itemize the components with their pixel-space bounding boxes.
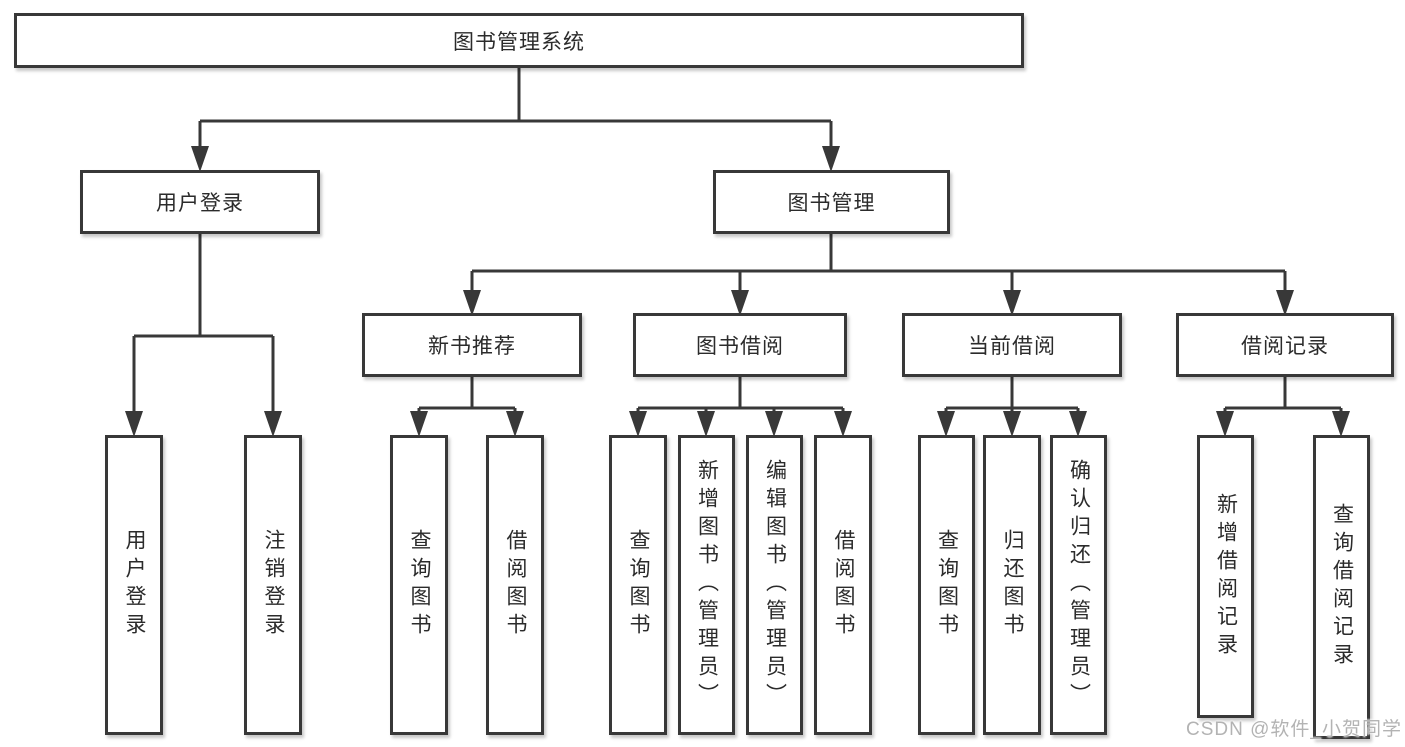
leaf-borrow-books-recommend: 借阅图书 [486,435,544,735]
node-user-login: 用户登录 [80,170,320,234]
arrow-down-icons [125,146,1350,437]
leaf-query-books-borrowing: 查询图书 [609,435,667,735]
leaf-query-books-current: 查询图书 [918,435,975,735]
leaf-borrow-books-borrowing: 借阅图书 [814,435,872,735]
leaf-add-book-admin: 新增图书（管理员） [678,435,735,735]
node-borrowing-records: 借阅记录 [1176,313,1394,377]
leaf-edit-book-admin: 编辑图书（管理员） [746,435,803,735]
leaf-user-login: 用户登录 [105,435,163,735]
node-current-borrowing: 当前借阅 [902,313,1122,377]
leaf-query-borrow-record: 查询借阅记录 [1313,435,1370,739]
node-book-borrowing: 图书借阅 [633,313,847,377]
node-book-management: 图书管理 [713,170,950,234]
leaf-confirm-return-admin: 确认归还（管理员） [1050,435,1107,735]
leaf-return-books: 归还图书 [983,435,1041,735]
leaf-query-books-recommend: 查询图书 [390,435,448,735]
leaf-add-borrow-record: 新增借阅记录 [1197,435,1254,718]
node-root-system: 图书管理系统 [14,13,1024,68]
leaf-logout: 注销登录 [244,435,302,735]
watermark: CSDN @软件_小贺同学 [1186,719,1402,740]
node-new-book-recommend: 新书推荐 [362,313,582,377]
